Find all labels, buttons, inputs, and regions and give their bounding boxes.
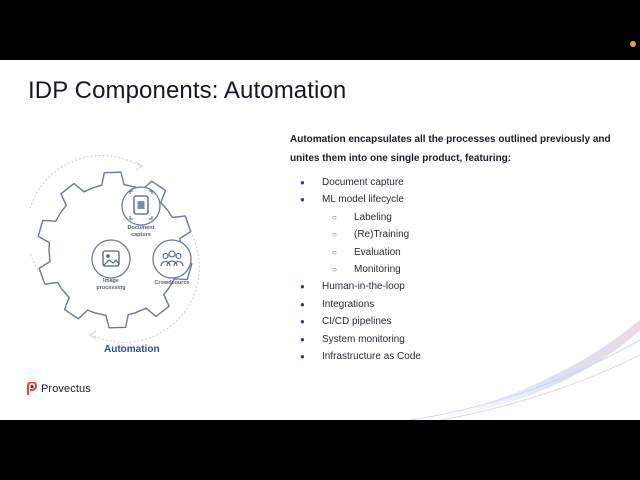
bullet-circle-icon: ○ [332, 264, 337, 274]
decorative-swoosh [409, 320, 640, 420]
list-item-text: ML model lifecycle [322, 194, 404, 206]
node-label-line: Crowdsource [154, 280, 190, 286]
list-item-text: (Re)Training [354, 229, 410, 241]
feature-list-item: ● Integrations [296, 296, 421, 313]
cycle-arrow-bottom [91, 234, 200, 343]
bullet-circle-icon: ○ [332, 247, 337, 257]
bullet-dot-icon: ● [300, 334, 305, 344]
list-item-text: Labeling [354, 211, 392, 223]
bullet-circle-icon: ○ [332, 230, 337, 240]
feature-list-item: ● Infrastructure as Code [296, 348, 421, 365]
node-label-line: Image [103, 278, 119, 284]
list-item-text: Human-in-the-loop [322, 281, 405, 293]
node-label-image-processing: Image processing [91, 278, 131, 291]
feature-list-item: ● System monitoring [296, 331, 421, 348]
node-label-line: capture [131, 231, 151, 238]
feature-sub-item: ○ (Re)Training [296, 226, 421, 243]
list-item-text: Evaluation [354, 246, 401, 258]
bottom-black-bar [0, 420, 640, 480]
feature-sub-item: ○ Labeling [296, 209, 421, 226]
slide-title: IDP Components: Automation [28, 77, 347, 104]
feature-list-item: ● Document capture [296, 174, 421, 191]
list-item-text: CI/CD pipelines [322, 316, 392, 328]
bullet-dot-icon: ● [300, 282, 305, 292]
intro-paragraph: Automation encapsulates all the processe… [290, 134, 611, 164]
image-processing-node [91, 239, 131, 279]
list-item-text: Infrastructure as Code [322, 350, 421, 362]
status-dot [630, 41, 636, 47]
node-label-crowdsource: Crowdsource [152, 280, 192, 287]
people-icon [160, 250, 184, 267]
bullet-circle-icon: ○ [332, 212, 337, 222]
provectus-logo-icon [26, 382, 38, 395]
list-item-text: System monitoring [322, 333, 405, 345]
node-label-line: processing [96, 284, 126, 291]
bullet-dot-icon: ● [300, 351, 305, 361]
bullet-dot-icon: ● [300, 317, 305, 327]
document-scan-icon [133, 195, 149, 215]
list-item-text: Document capture [322, 177, 404, 188]
feature-sub-item: ○ Monitoring [296, 261, 421, 278]
provectus-logo-text: Provectus [41, 383, 91, 395]
bullet-dot-icon: ● [300, 195, 305, 205]
feature-list-item: ● Human-in-the-loop [296, 278, 421, 295]
list-item-text: Integrations [322, 298, 375, 310]
image-icon [102, 250, 120, 267]
node-label-document-capture: Document capture [121, 225, 161, 238]
presentation-slide: IDP Components: Automation Document capt… [0, 60, 640, 420]
feature-list-item: ● CI/CD pipelines [296, 313, 421, 330]
provectus-logo: Provectus [26, 382, 91, 396]
feature-sub-item: ○ Evaluation [296, 244, 421, 261]
diagram-caption: Automation [104, 344, 160, 355]
crowdsource-node [152, 239, 192, 279]
automation-gear-diagram [30, 155, 200, 343]
feature-list: ● Document capture ● ML model lifecycle ○ Lab… [296, 174, 421, 365]
bullet-dot-icon: ● [300, 178, 305, 187]
bullet-dot-icon: ● [300, 299, 305, 309]
node-label-line: Document [127, 225, 155, 231]
feature-list-item: ● ML model lifecycle [296, 191, 421, 208]
list-item-text: Monitoring [354, 263, 401, 275]
top-black-bar [0, 0, 640, 60]
